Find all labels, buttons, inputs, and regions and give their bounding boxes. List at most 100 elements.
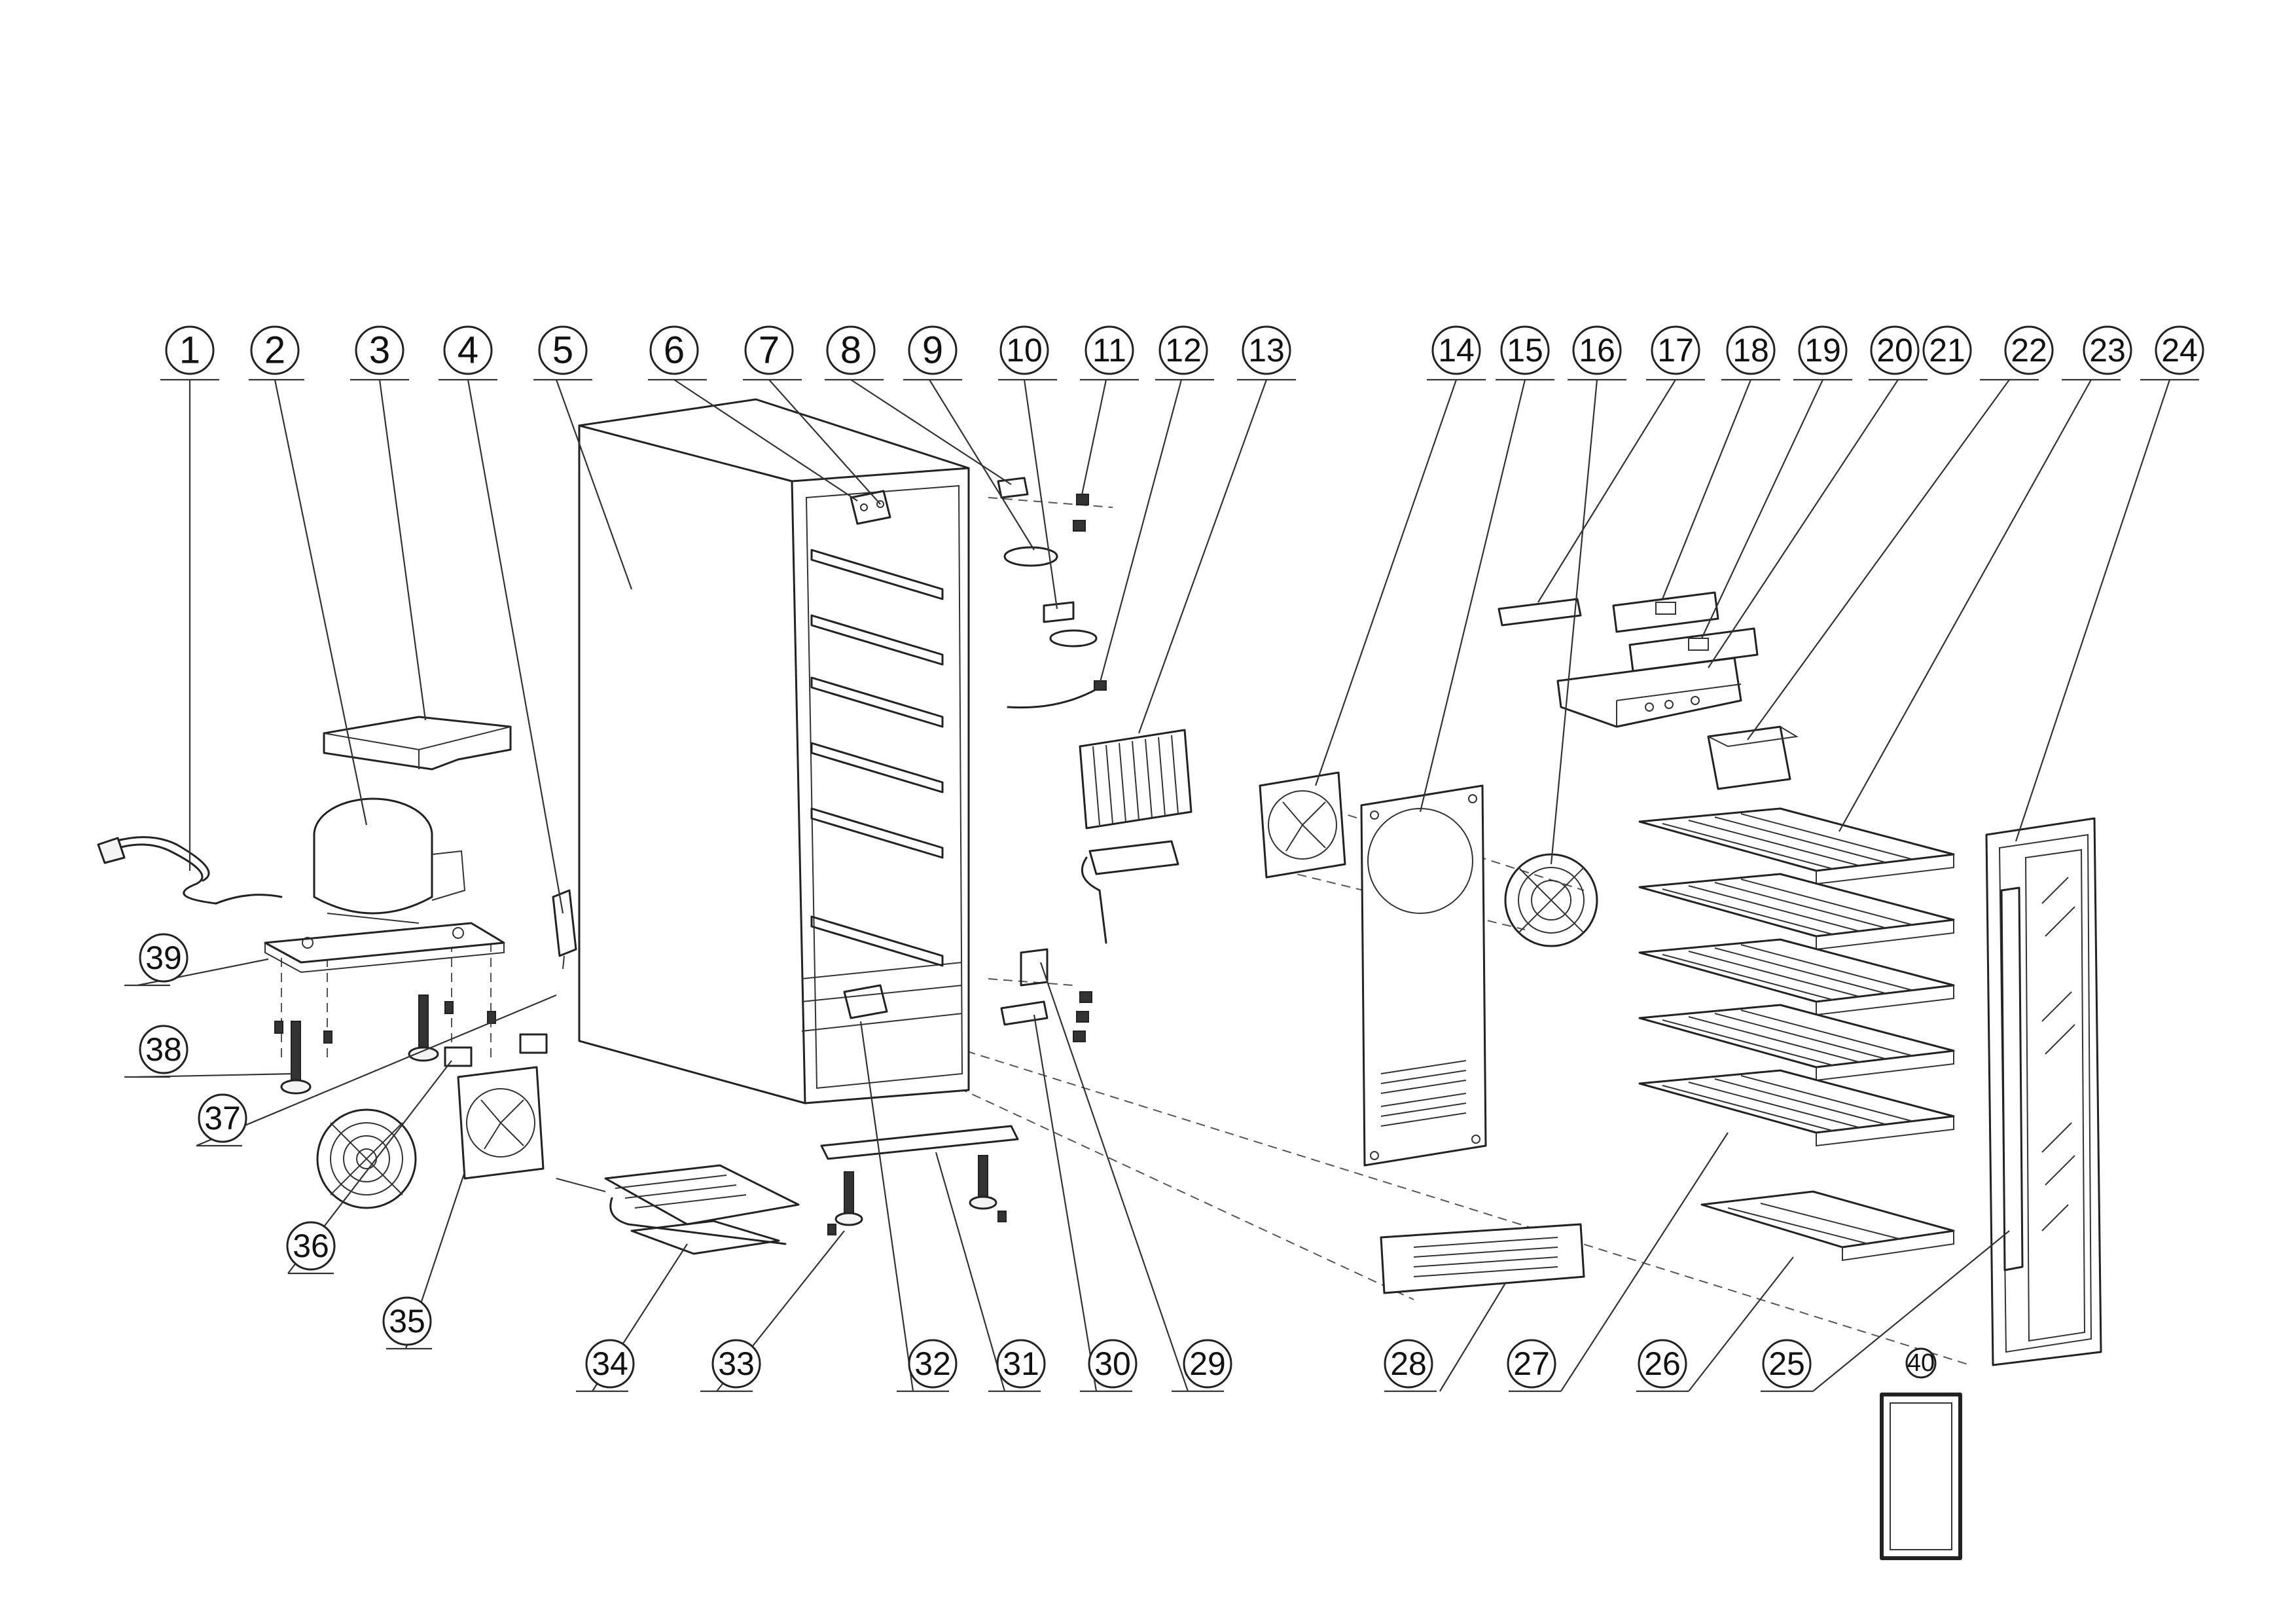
callout-8: 8 (826, 325, 876, 375)
callout-37: 37 (198, 1093, 247, 1143)
callout-1: 1 (165, 325, 215, 375)
callout-15: 15 (1500, 325, 1550, 375)
callout-29: 29 (1183, 1339, 1232, 1389)
callout-31: 31 (996, 1339, 1046, 1389)
callout-35: 35 (382, 1296, 432, 1346)
callout-label: 26 (1644, 1345, 1681, 1382)
callout-label: 39 (145, 939, 182, 976)
callout-label: 16 (1579, 332, 1615, 369)
callout-26: 26 (1638, 1339, 1687, 1389)
callout-25: 25 (1762, 1339, 1812, 1389)
cabinet-body (578, 398, 970, 1104)
callout-label: 8 (840, 329, 861, 372)
callout-label: 23 (2089, 332, 2126, 369)
callout-label: 33 (718, 1345, 755, 1382)
callout-label: 7 (759, 329, 780, 372)
callout-label: 18 (1732, 332, 1769, 369)
callout-label: 37 (204, 1100, 241, 1137)
callout-40: 40 (1905, 1347, 1937, 1379)
callout-label: 3 (369, 329, 390, 372)
callout-label: 32 (914, 1345, 951, 1382)
callout-10: 10 (999, 325, 1049, 375)
callout-label: 25 (1768, 1345, 1805, 1382)
callout-38: 38 (139, 1025, 188, 1074)
wine-shelves (1638, 807, 1955, 1262)
callout-9: 9 (908, 325, 958, 375)
assembly-dashed-lines (281, 497, 1971, 1366)
callout-22: 22 (2004, 325, 2054, 375)
callout-label: 13 (1248, 332, 1285, 369)
callout-label: 12 (1165, 332, 1202, 369)
callout-label: 19 (1804, 332, 1841, 369)
callout-label: 27 (1513, 1345, 1550, 1382)
callout-21: 21 (1922, 325, 1972, 375)
condenser-coil (556, 1164, 800, 1255)
fan-guard-grill (1504, 853, 1598, 947)
callout-label: 17 (1657, 332, 1694, 369)
callout-27: 27 (1507, 1339, 1556, 1389)
callout-label: 21 (1929, 332, 1965, 369)
callout-3: 3 (355, 325, 404, 375)
callout-13: 13 (1242, 325, 1291, 375)
callout-label: 4 (457, 329, 478, 372)
callout-5: 5 (538, 325, 588, 375)
callout-28: 28 (1384, 1339, 1433, 1389)
callout-32: 32 (908, 1339, 958, 1389)
callout-label: 11 (1092, 332, 1126, 369)
storage-box (1707, 725, 1799, 790)
callout-label: 9 (922, 329, 943, 372)
top-hinge-parts (997, 477, 1107, 709)
callout-2: 2 (250, 325, 300, 375)
front-bottom-grille (1380, 1223, 1585, 1294)
door-gasket (1880, 1393, 1962, 1560)
callout-17: 17 (1651, 325, 1700, 375)
callout-14: 14 (1431, 325, 1481, 375)
bottom-support-bar (820, 1125, 1019, 1235)
glass-door (1985, 817, 2102, 1366)
air-duct-panel (1360, 784, 1487, 1167)
compressor-assembly (97, 716, 512, 1095)
callout-30: 30 (1088, 1339, 1138, 1389)
callout-7: 7 (744, 325, 794, 375)
thermostat-sensor-part (552, 889, 577, 970)
condenser-fan-grill (316, 1108, 417, 1209)
control-panel-parts (1498, 591, 1759, 728)
callout-11: 11 (1085, 325, 1134, 375)
callout-label: 35 (389, 1303, 425, 1340)
callout-label: 24 (2161, 332, 2198, 369)
callout-24: 24 (2155, 325, 2204, 375)
callout-label: 40 (1907, 1349, 1935, 1377)
condenser-fan (444, 1033, 548, 1180)
callout-label: 2 (264, 329, 285, 372)
callout-label: 5 (552, 329, 573, 372)
callout-label: 20 (1876, 332, 1913, 369)
callout-label: 34 (592, 1345, 628, 1382)
leader-lines (124, 378, 2199, 1393)
evaporator (1079, 729, 1193, 944)
internal-fan (1259, 771, 1346, 879)
callout-6: 6 (649, 325, 699, 375)
callout-20: 20 (1870, 325, 1920, 375)
callout-label: 29 (1189, 1345, 1226, 1382)
callout-19: 19 (1798, 325, 1848, 375)
callout-label: 14 (1438, 332, 1475, 369)
callout-16: 16 (1572, 325, 1622, 375)
callout-label: 38 (145, 1031, 182, 1068)
callout-18: 18 (1726, 325, 1776, 375)
callout-34: 34 (585, 1339, 635, 1389)
callout-label: 30 (1094, 1345, 1131, 1382)
callout-label: 28 (1390, 1345, 1427, 1382)
callout-33: 33 (711, 1339, 761, 1389)
callout-label: 6 (664, 329, 685, 372)
callout-label: 10 (1006, 332, 1043, 369)
callout-label: 36 (293, 1228, 329, 1264)
callout-39: 39 (139, 933, 188, 983)
bottom-hinge-parts (1000, 948, 1092, 1042)
callout-label: 1 (179, 329, 200, 372)
callout-36: 36 (286, 1221, 336, 1271)
callout-label: 31 (1003, 1345, 1039, 1382)
callout-12: 12 (1158, 325, 1208, 375)
callout-23: 23 (2083, 325, 2132, 375)
callout-4: 4 (443, 325, 493, 375)
